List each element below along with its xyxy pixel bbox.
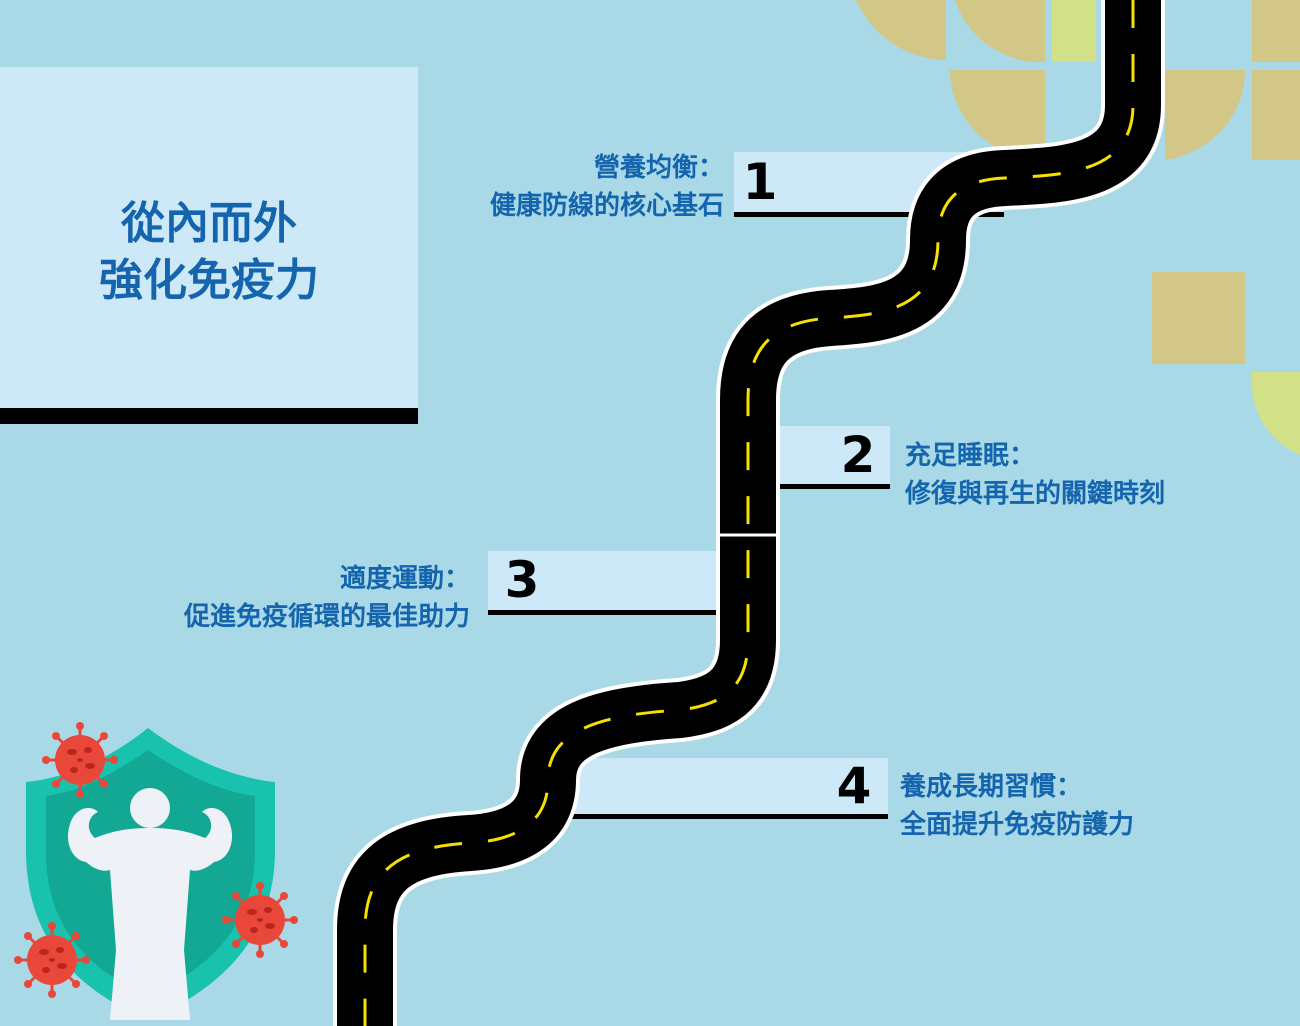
- deco-quarter-circle-green: [1251, 372, 1300, 455]
- title-line-1: 從內而外: [121, 198, 297, 249]
- deco-square-tan-3: [1152, 272, 1245, 364]
- step-1-line: [734, 212, 1004, 217]
- step-2-subtitle: 修復與再生的關鍵時刻: [905, 479, 1166, 509]
- step-2-number: 2: [840, 426, 876, 484]
- virus-icon: [12, 920, 92, 1000]
- step-1-heading: 營養均衡：: [593, 153, 724, 183]
- step-3-subtitle: 促進免疫循環的最佳助力: [183, 602, 470, 632]
- step-4-number: 4: [836, 757, 872, 815]
- page-title: 從內而外 強化免疫力: [0, 195, 418, 309]
- step-3-label: 適度運動： 促進免疫循環的最佳助力: [60, 560, 470, 636]
- step-1-subtitle: 健康防線的核心基石: [489, 191, 724, 221]
- step-4-box: [550, 758, 888, 814]
- deco-square-green: [1052, 0, 1096, 62]
- step-4-label: 養成長期習慣： 全面提升免疫防護力: [900, 768, 1134, 844]
- title-line-2: 強化免疫力: [99, 255, 319, 306]
- deco-quarter-circle-3: [950, 70, 1045, 160]
- deco-quarter-circle-1: [856, 0, 946, 60]
- step-3-number: 3: [504, 551, 540, 609]
- step-1-number: 1: [742, 153, 778, 211]
- deco-square-tan-1: [1252, 0, 1300, 62]
- step-4-subtitle: 全面提升免疫防護力: [900, 810, 1135, 840]
- deco-quarter-circle-2: [955, 0, 1045, 63]
- step-2-heading: 充足睡眠：: [905, 441, 1036, 471]
- step-4-heading: 養成長期習慣：: [900, 772, 1083, 802]
- title-underline: [0, 408, 418, 424]
- deco-quarter-circle-4: [1165, 70, 1246, 160]
- shield-illustration: [12, 720, 300, 1020]
- virus-icon: [40, 720, 120, 800]
- step-3-box: [488, 551, 748, 610]
- title-card: [0, 67, 418, 408]
- step-3-heading: 適度運動：: [339, 564, 470, 594]
- step-2-label: 充足睡眠： 修復與再生的關鍵時刻: [905, 437, 1165, 513]
- virus-icon: [220, 880, 300, 960]
- step-4-line: [550, 814, 888, 819]
- step-3-line: [488, 610, 748, 615]
- step-1-label: 營養均衡： 健康防線的核心基石: [400, 149, 724, 225]
- deco-square-tan-2: [1252, 70, 1300, 160]
- step-2-line: [750, 484, 890, 489]
- strong-person-icon: [67, 788, 233, 1020]
